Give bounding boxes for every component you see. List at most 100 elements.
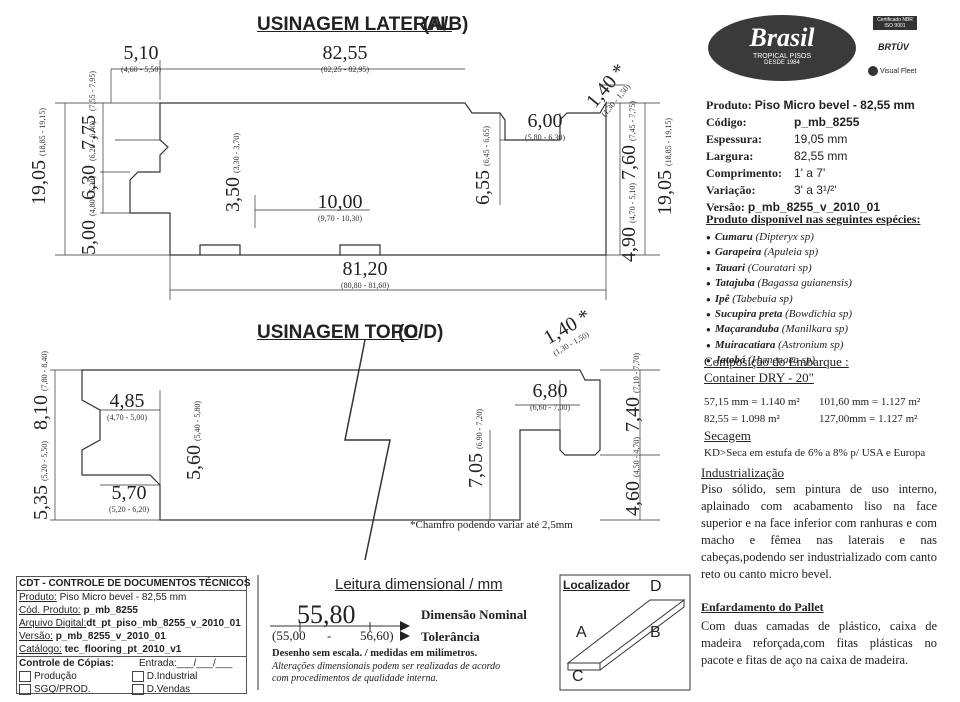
info-value: Piso Micro bevel - 82,55 mm <box>754 98 915 112</box>
species-item: Garapeira (Apuleia sp) <box>706 245 951 260</box>
leitura-tol-high: 56,60) <box>360 628 394 643</box>
dim-tolerance: (4,70 - 5,10) <box>628 183 637 223</box>
leitura-nominal-value: 55,80 <box>297 600 356 629</box>
dim-topo-left-535: 5,35 (5,20 - 5,50) <box>30 441 53 520</box>
industrializacao-text: Piso sólido, sem pintura de uso interno,… <box>701 482 937 581</box>
sgq-checkbox[interactable] <box>19 683 31 695</box>
dim-tolerance: (5,40 - 5,80) <box>193 401 202 441</box>
dim-value: 81,20 <box>342 258 388 280</box>
info-value: 82,55 mm <box>794 149 848 163</box>
dim-value: 3,50 <box>222 177 244 212</box>
dim-tolerance: (18,85 - 19,15) <box>664 118 673 166</box>
species-item: Sucupira preta (Bowdichia sp) <box>706 307 951 322</box>
info-codigo: Código: p_mb_8255 <box>706 114 948 131</box>
dim-lateral-right-490: 4,90 (4,70 - 5,10) <box>618 183 641 262</box>
dim-value: 5,60 <box>183 445 205 480</box>
lateral-tag: (A/B) <box>423 14 469 35</box>
dim-value: 7,60 <box>618 145 640 180</box>
leitura-nominal-label: Dimensão Nominal <box>421 607 527 622</box>
info-label: Largura: <box>706 149 754 163</box>
dim-value: 4,85 <box>109 390 145 412</box>
topo-title: USINAGEM TOPO <box>257 322 418 344</box>
dim-tolerance: (80,80 - 81,60) <box>341 281 389 290</box>
leitura-note1: Desenho sem escala. / medidas em milímet… <box>272 648 478 659</box>
cdt-controle: Controle de Cópias:Entrada:___/___/___ <box>19 658 233 669</box>
brand-logo: Brasil TROPICAL PISOS DESDE 1984 <box>708 15 856 81</box>
dim-topo-left-810: 8,10 (7,80 - 8,40) <box>30 351 53 430</box>
dim-value: 19,05 <box>654 170 676 215</box>
dim-tolerance: (6,45 - 6,65) <box>482 126 491 166</box>
info-comprimento: Comprimento: 1' a 7' <box>706 165 948 182</box>
dim-value: 5,35 <box>30 485 52 520</box>
dim-tolerance: (5,20 - 6,20) <box>109 505 149 514</box>
dim-value: 6,55 <box>472 170 494 205</box>
dim-value: 6,30 <box>78 165 100 200</box>
dim-tolerance: (18,85 - 19,15) <box>38 108 47 156</box>
dvendas-checkbox[interactable] <box>131 683 144 695</box>
info-value: 19,05 mm <box>794 132 848 146</box>
dim-lateral-in-600: 6,00 (5,80 - 6,30) <box>515 110 575 142</box>
species-item: Maçaranduba (Manilkara sp) <box>706 322 951 337</box>
species-heading: Produto disponível nas seguintes espécie… <box>706 212 921 226</box>
producao-checkbox[interactable] <box>19 670 31 682</box>
localizador-b: B <box>650 624 661 641</box>
species-item: Ipê (Tabebuia sp) <box>706 292 951 307</box>
cdt-check-row: SGQ/PROD. D.Vendas <box>17 683 246 696</box>
dim-value: 82,55 <box>322 42 368 64</box>
leitura-note3: com procedimentos de qualidade interna. <box>272 673 438 684</box>
dim-value: 10,00 <box>317 191 363 213</box>
dim-topo-in-560: 5,60 (5,40 - 5,80) <box>183 401 206 480</box>
dim-tolerance: (6,60 - 7,00) <box>530 403 570 412</box>
dim-lateral-left-1905: 19,05 (18,85 - 19,15) <box>28 108 51 205</box>
leitura-title: Leitura dimensional / mm <box>335 576 503 593</box>
localizador-a: A <box>576 624 587 641</box>
enfardamento-heading: Enfardamento do Pallet <box>701 600 824 614</box>
dim-topo-in-705: 7,05 (6,90 - 7,20) <box>465 409 488 488</box>
dim-value: 8,10 <box>30 395 52 430</box>
embarque-cell: 57,15 mm = 1.140 m² <box>704 396 800 408</box>
secagem-section: Secagem KD>Seca em estufa de 6% a 8% p/ … <box>704 428 954 459</box>
topo-tag: (C/D) <box>398 322 444 343</box>
dim-value: 19,05 <box>28 160 50 205</box>
localizador-c: C <box>572 668 584 685</box>
info-produto: Produto: Piso Micro bevel - 82,55 mm <box>706 97 948 114</box>
info-value: 1' a 7' <box>794 166 826 180</box>
cdt-cod: Cód. Produto: p_mb_8255 <box>19 605 138 616</box>
dim-lateral-left-775: 7,75 (7,55 - 7,95) <box>78 71 101 150</box>
info-value: p_mb_8255 <box>794 115 860 129</box>
species-section: Produto disponível nas seguintes espécie… <box>706 212 951 369</box>
dindustrial-checkbox[interactable] <box>131 670 144 682</box>
topo-title-text: USINAGEM TOPO <box>257 322 419 343</box>
leitura-tol-label: Tolerância <box>421 629 480 644</box>
lateral-title-text: USINAGEM LATERAL <box>257 14 452 35</box>
topo-profile-outline <box>81 369 601 521</box>
dim-value: 7,75 <box>78 115 100 150</box>
dim-topo-right-460: 4,60 (4,50 - 4,70) <box>622 437 645 516</box>
dim-tolerance: (4,60 - 5,50) <box>121 65 161 74</box>
species-item: Muiracatiara (Astronium sp) <box>706 338 951 353</box>
cdt-catalogo: Catálogo: tec_flooring_pt_2010_v1 <box>17 643 246 657</box>
dim-value: 4,60 <box>622 481 644 516</box>
dim-topo-in-570: 5,70 (5,20 - 6,20) <box>104 482 154 514</box>
cdt-box: CDT - CONTROLE DE DOCUMENTOS TÉCNICOS Pr… <box>16 576 251 696</box>
dim-tolerance: (6,90 - 7,20) <box>475 409 484 449</box>
dim-tolerance: (7,10 - 7,70) <box>632 353 641 393</box>
dim-lateral-in-350: 3,50 (3,30 - 3,70) <box>222 133 245 212</box>
cdt-produto: Produto: Piso Micro bevel - 82,55 mm <box>19 592 187 603</box>
fsc-logo-text: Visual Fleet <box>879 67 917 75</box>
cdt-title: CDT - CONTROLE DE DOCUMENTOS TÉCNICOS <box>17 578 251 591</box>
dim-lateral-in-655: 6,55 (6,45 - 6,65) <box>472 126 495 205</box>
product-info: Produto: Piso Micro bevel - 82,55 mm Cód… <box>706 97 948 216</box>
dim-lateral-right-760: 7,60 (7,45 - 7,75) <box>618 101 641 180</box>
leitura-note2: Alterações dimensionais podem ser realiz… <box>272 661 501 672</box>
dim-value: 5,70 <box>111 482 147 504</box>
dim-value: 7,05 <box>465 453 487 488</box>
dim-tolerance: (4,50 - 4,70) <box>632 437 641 477</box>
info-label: Comprimento: <box>706 166 782 180</box>
info-label: Código: <box>706 115 747 129</box>
info-label: Versão: <box>706 200 745 214</box>
info-label: Produto: <box>706 98 752 112</box>
cert-badge-text: Certificado NBR ISO 9001 <box>877 17 913 29</box>
